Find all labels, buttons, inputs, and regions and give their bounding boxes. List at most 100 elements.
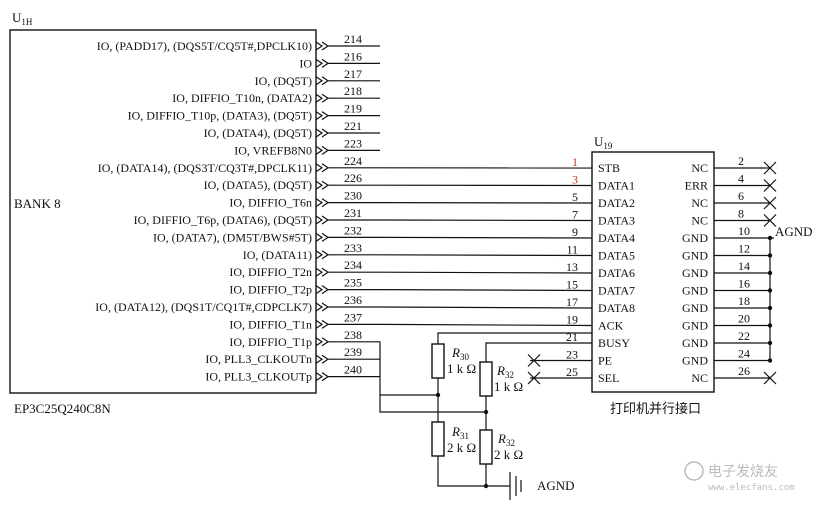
fpga-pin-number: 237 [344,310,362,324]
pin-arrow-icon [315,111,324,121]
no-connect-icon [527,371,541,385]
pin-arrow-icon [315,41,324,51]
port-left-pin-label: SEL [598,371,619,385]
wire-235-to-15 [379,289,593,292]
resistor-r32-lower: R32 2 k Ω [479,429,523,465]
fpga-pin-number: 226 [344,171,362,185]
port-left-pin-label: DATA8 [598,301,635,315]
port-right-pin-label: GND [682,231,708,245]
r31-sub: 31 [460,431,469,441]
port-right-pin-number: 2 [738,154,744,168]
r32b-label: R32 [497,431,515,448]
wire-232-to-9 [379,236,593,239]
agnd-right-label: AGND [775,224,813,239]
fpga-block [9,29,317,394]
port-right-pin-number: 10 [738,224,750,238]
port-ref-main: U [594,134,604,149]
pin-arrow-icon [315,93,324,103]
fpga-pin-218: IO, DIFFIO_T10n, (DATA2)218 [172,84,380,105]
port-right-pin-label: NC [691,371,708,385]
fpga-pin-label: IO, PLL3_CLKOUTp [205,370,312,384]
fpga-part-number: EP3C25Q240C8N [14,401,111,416]
fpga-pin-number: 232 [344,223,362,237]
fpga-pin-number: 230 [344,189,362,203]
fpga-ref-main: U [12,10,22,25]
fpga-pin-236: IO, (DATA12), (DQS1T/CQ1T#,CDPCLK7)236 [95,293,380,314]
watermark-title: 电子发烧友 [708,464,778,480]
port-left-pin-number: 3 [572,173,578,187]
port-ref-sub: 19 [603,141,613,151]
fpga-pin-label: IO, DIFFIO_T1p [229,335,312,349]
port-left-pin-number: 1 [572,155,578,169]
pin-arrow-icon [315,215,324,225]
port-left-pin-label: BUSY [598,336,630,350]
fpga-pin-label: IO, (DQ5T) [255,74,312,88]
fpga-pin-233: IO, (DATA11)233 [243,241,380,262]
port-pin-1: STB 1 [572,155,620,175]
no-connect-icon [763,161,777,175]
r32a-sub: 32 [505,370,514,380]
r31-label: R31 [451,424,469,441]
wire-233-to-11 [379,254,593,257]
resistor-r30: R30 1 k Ω [431,343,476,379]
pin-arrow-icon [315,337,324,347]
port-left-pin-label: DATA3 [598,214,635,228]
port-right-pin-number: 18 [738,294,750,308]
port-right-pin-number: 20 [738,312,750,326]
fpga-pin-group: IO, (PADD17), (DQS5T/CQ5T#,DPCLK10)214IO… [95,32,380,384]
port-left-pin-label: STB [598,161,620,175]
ground-symbol [509,472,522,500]
fpga-pin-219: IO, DIFFIO_T10p, (DATA3), (DQ5T) 219 [128,102,380,123]
port-pin-3: DATA1 3 [572,173,635,193]
port-right-pin-label: GND [682,336,708,350]
fpga-pin-label: IO [299,56,312,70]
port-left-pin-label: DATA1 [598,179,635,193]
port-right-pin-label: ERR [685,179,708,193]
fpga-pin-number: 235 [344,276,362,290]
fpga-pin-number: 236 [344,293,362,307]
r32a-value: 1 k Ω [494,379,523,394]
wire-ack-pullup [437,332,592,344]
fpga-pin-number: 214 [344,32,362,46]
r30-sub: 30 [460,352,470,362]
port-right-pin-label: GND [682,266,708,280]
fpga-pin-label: IO, DIFFIO_T10p, (DATA3), (DQ5T) [128,109,312,123]
port-left-pin-number: 25 [566,365,578,379]
pin-arrow-icon [315,76,324,86]
r30-label: R30 [451,345,469,362]
port-ref: U19 [594,134,613,151]
pin-arrow-icon [315,180,324,190]
port-left-pin-number: 9 [572,225,578,239]
no-connect-icon [763,179,777,192]
port-right-pin-label: NC [691,161,708,175]
r30-value: 1 k Ω [447,361,476,376]
junction-dot [483,409,489,415]
fpga-ref: U1H [12,10,33,27]
port-right-pin-label: NC [691,196,708,210]
fpga-pin-label: IO, (DATA14), (DQS3T/CQ3T#,DPCLK11) [98,161,312,175]
fpga-pin-number: 234 [344,258,362,272]
port-right-pin-label: GND [682,284,708,298]
pin-arrow-icon [315,302,324,312]
fpga-pin-label: IO, DIFFIO_T2n [229,265,312,279]
fpga-pin-231: IO, DIFFIO_T6p, (DATA6), (DQ5T)231 [134,206,380,227]
port-right-pin-number: 14 [738,259,750,273]
port-right-pin-label: GND [682,354,708,368]
fpga-pin-number: 238 [344,328,362,342]
fpga-pin-238: IO, DIFFIO_T1p 238 [229,328,380,349]
fpga-pin-number: 231 [344,206,362,220]
fpga-pin-number: 233 [344,241,362,255]
fpga-pin-number: 219 [344,102,362,116]
r30-name: R [451,345,460,360]
wire-238-node [379,341,486,413]
